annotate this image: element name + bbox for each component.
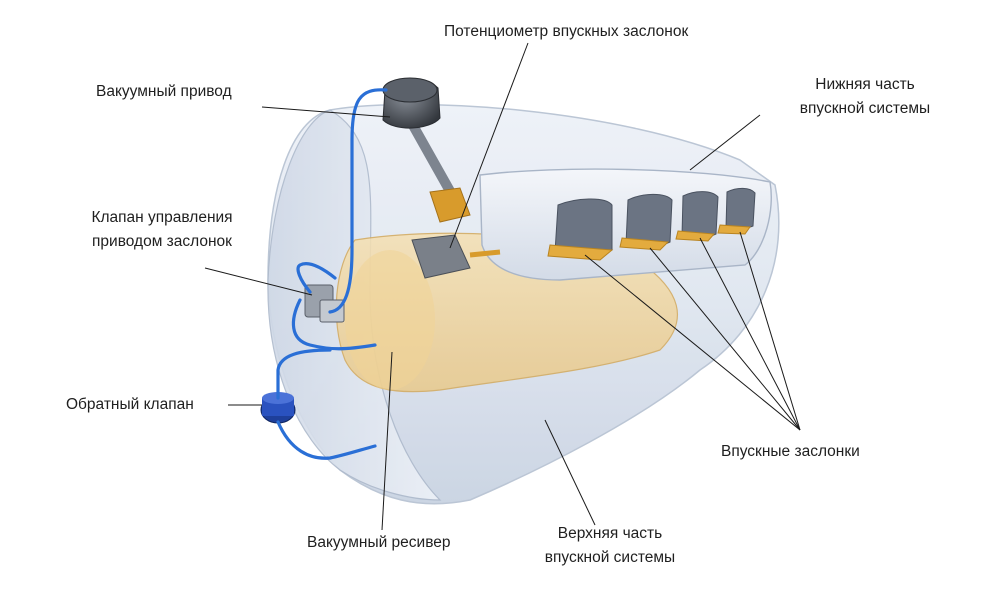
leader-flap-3 bbox=[699, 237, 801, 431]
leader-flap-2 bbox=[649, 247, 801, 431]
label-upper-part-line1: Верхняя часть bbox=[557, 525, 663, 542]
label-upper-part: Верхняя часть впускной системы bbox=[510, 522, 710, 570]
vacuum-hoses bbox=[276, 88, 388, 460]
leader-control-valve bbox=[204, 267, 313, 296]
lower-intake-runners bbox=[479, 168, 772, 281]
label-intake-flaps: Впускные заслонки bbox=[721, 443, 860, 460]
leader-upper-part bbox=[544, 419, 596, 526]
intake-flap-1 bbox=[547, 244, 614, 261]
intake-flap-3 bbox=[675, 230, 716, 242]
leader-flap-4 bbox=[739, 231, 801, 431]
label-potentiometer: Потенциометр впускных заслонок bbox=[444, 23, 689, 40]
leader-lower-part bbox=[689, 114, 761, 171]
leader-vacuum-drive bbox=[261, 106, 391, 118]
label-check-valve: Обратный клапан bbox=[66, 396, 194, 413]
label-control-valve: Клапан управления приводом заслонок bbox=[62, 206, 262, 254]
leader-potentiometer bbox=[449, 42, 529, 249]
label-control-valve-line1: Клапан управления bbox=[91, 209, 233, 226]
vacuum-actuator-shape bbox=[382, 77, 441, 129]
leader-vacuum-receiver bbox=[381, 351, 393, 531]
intake-flap-4 bbox=[717, 224, 751, 235]
label-vacuum-drive: Вакуумный привод bbox=[96, 83, 232, 100]
label-lower-part-line2: впускной системы bbox=[799, 100, 931, 117]
runner-port-4 bbox=[725, 187, 756, 230]
leader-flap-1 bbox=[584, 254, 801, 431]
label-lower-part-line1: Нижняя часть bbox=[815, 76, 915, 93]
intake-flap-2 bbox=[619, 237, 670, 251]
label-vacuum-receiver: Вакуумный ресивер bbox=[307, 534, 451, 551]
label-control-valve-line2: приводом заслонок bbox=[92, 233, 232, 250]
flap-shaft-linkage bbox=[405, 115, 501, 279]
leader-lines bbox=[204, 42, 801, 531]
label-lower-part: Нижняя часть впускной системы bbox=[765, 73, 965, 121]
label-upper-part-line2: впускной системы bbox=[544, 549, 676, 566]
runner-port-3 bbox=[681, 191, 719, 239]
